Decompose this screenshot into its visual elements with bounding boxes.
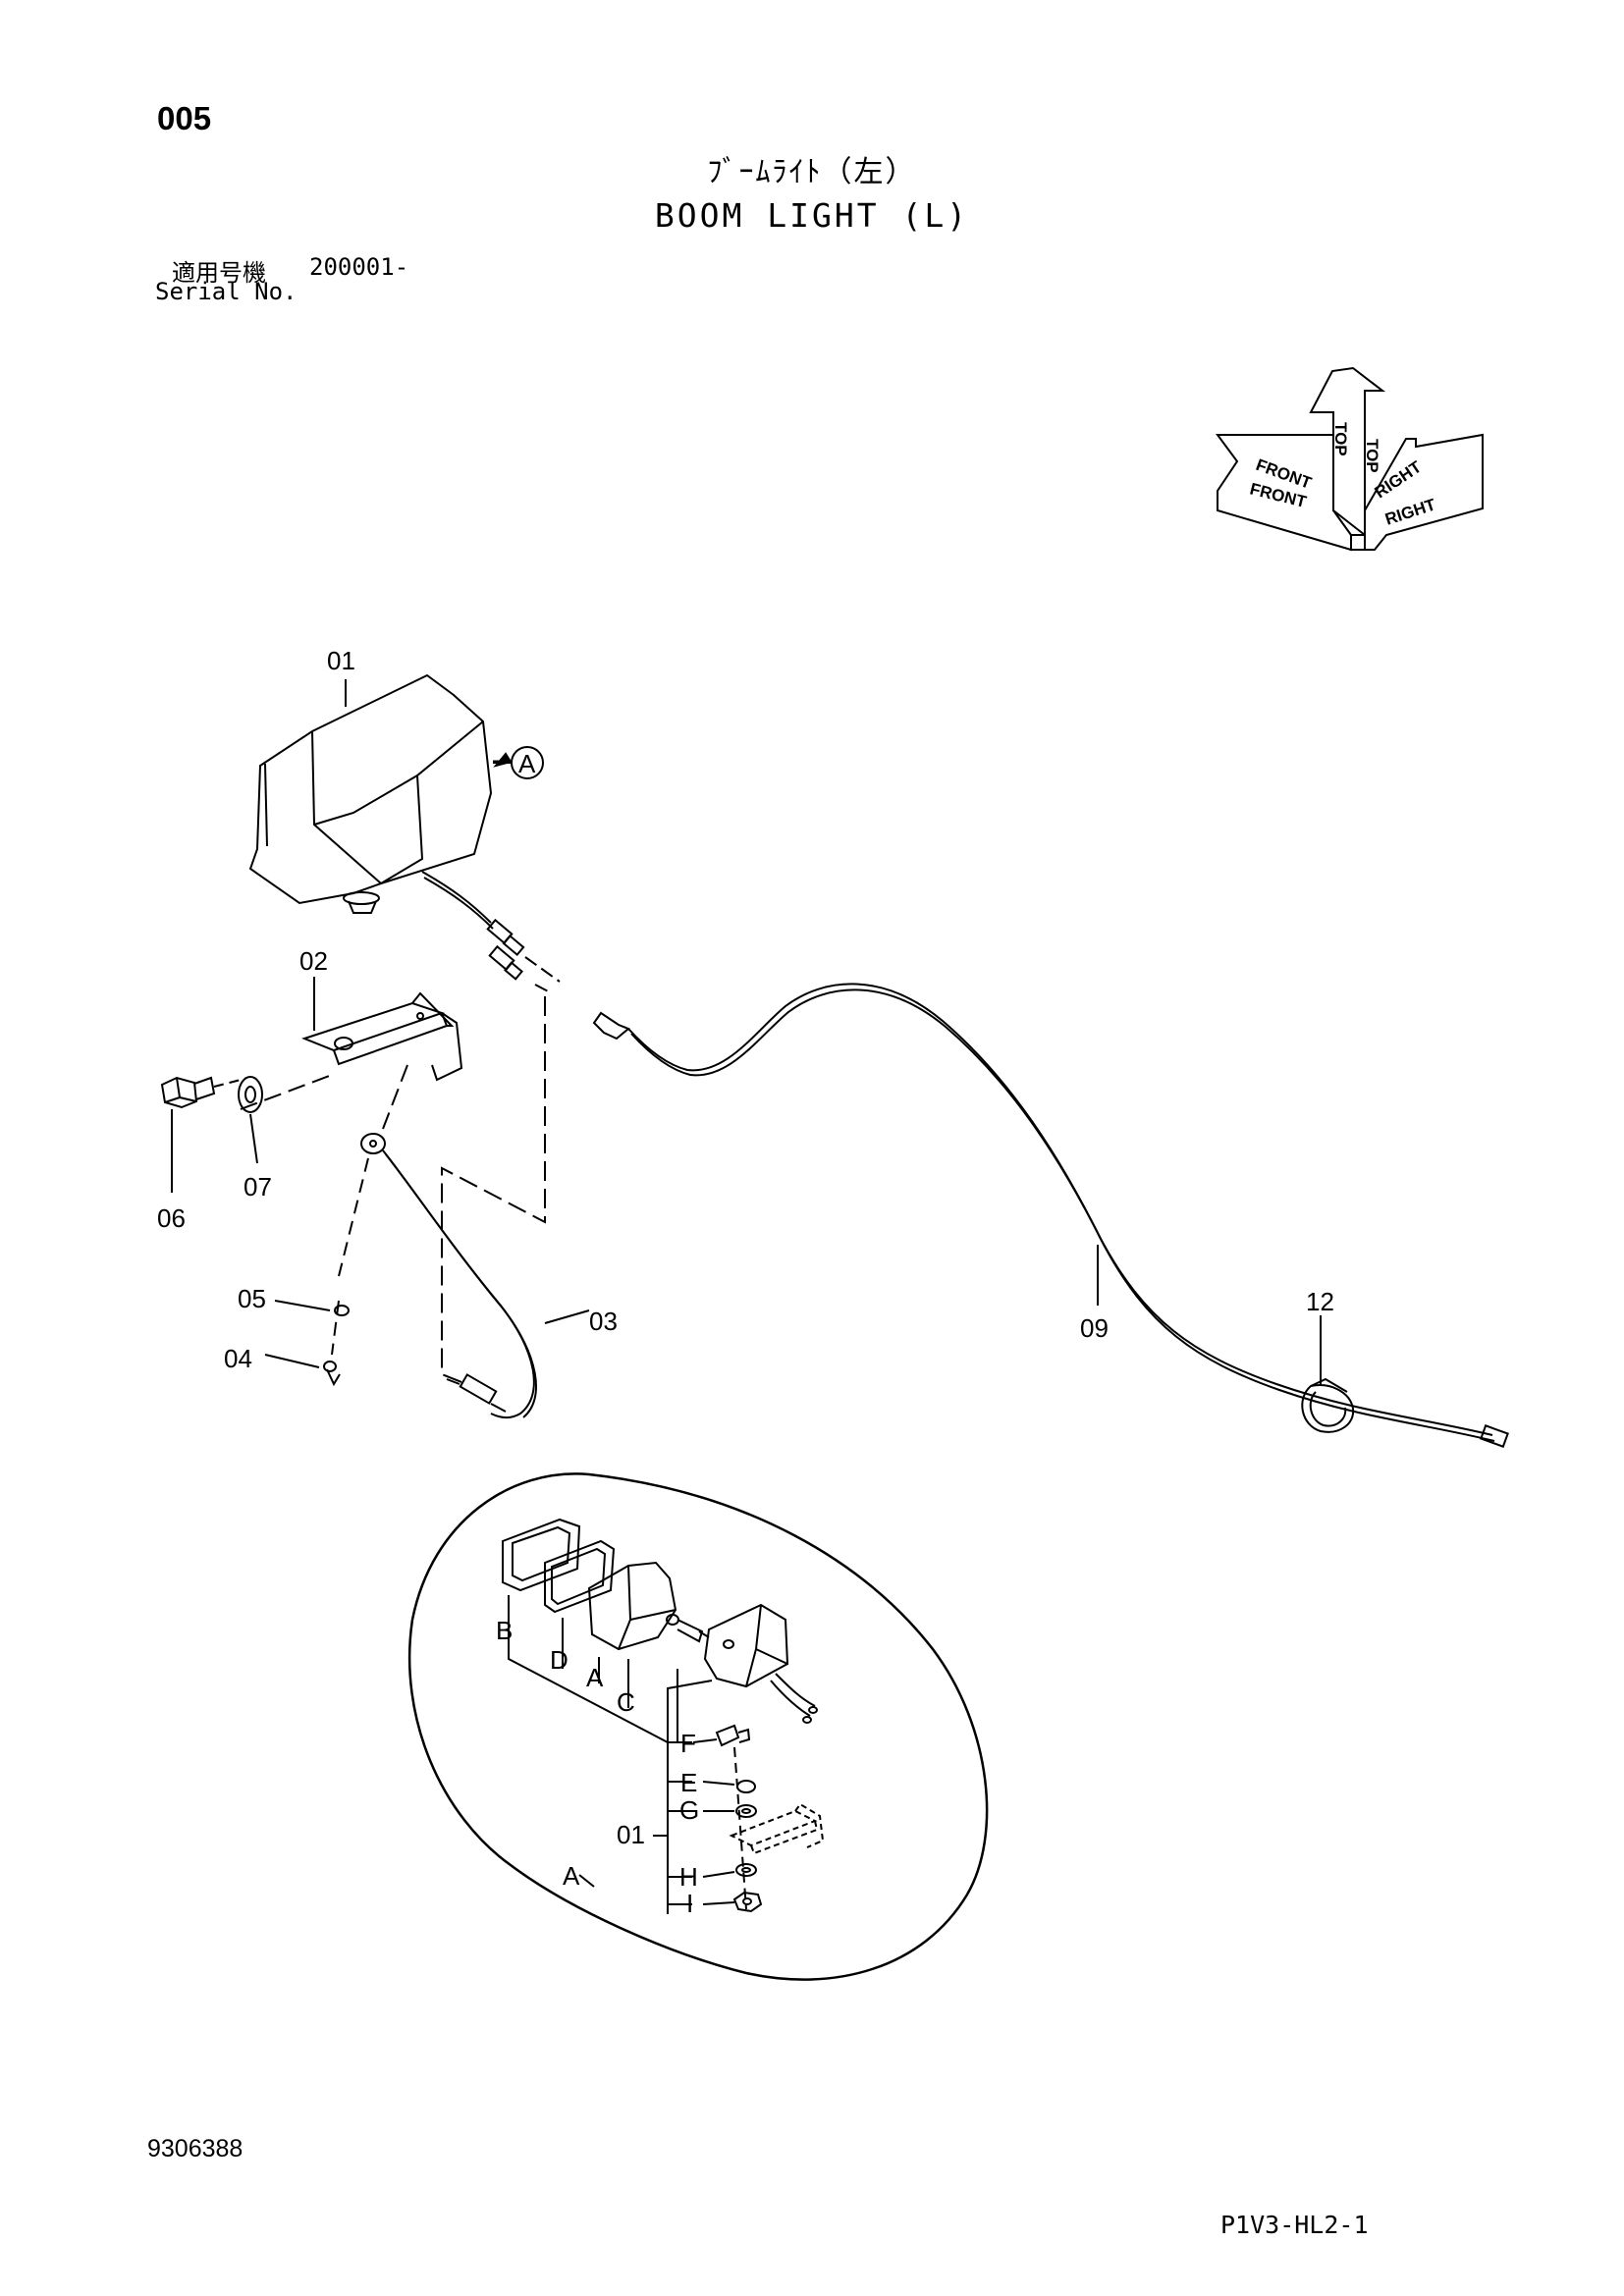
bracket-ground-line <box>382 1064 408 1130</box>
detail-part-b: B <box>496 1616 513 1645</box>
detail-part-f: F <box>680 1729 696 1758</box>
callout-05: 05 <box>238 1284 266 1313</box>
detail-view-label: A <box>563 1861 580 1891</box>
detail-group-01: 01 <box>617 1820 645 1849</box>
detail-part-i: I <box>686 1889 693 1918</box>
callout-07: 07 <box>244 1172 272 1201</box>
detail-part-d: D <box>550 1645 568 1675</box>
bracket <box>301 991 463 1082</box>
serial-number-value: 200001- <box>309 253 409 281</box>
orientation-top-label: TOP <box>1331 422 1350 456</box>
callout-04: 04 <box>224 1344 252 1373</box>
callout-06: 06 <box>157 1203 186 1233</box>
callout-01: 01 <box>327 646 355 675</box>
callout-leaders <box>171 679 1322 1386</box>
orientation-indicator: TOP TOP FRONT FRONT RIGHT RIGHT <box>1216 366 1484 552</box>
serial-label-japanese: 適用号機 <box>172 259 266 287</box>
washer <box>238 1076 263 1113</box>
screw <box>323 1361 341 1387</box>
serial-label: Serial No. <box>155 278 298 305</box>
bracket-bolt-line <box>240 1074 333 1110</box>
detail-part-g: G <box>679 1795 699 1825</box>
callout-03: 03 <box>589 1307 618 1336</box>
callout-12: 12 <box>1306 1287 1334 1316</box>
lamp-lead-wire <box>421 871 561 994</box>
main-harness <box>592 983 1509 1448</box>
callout-02: 02 <box>299 946 328 976</box>
lock-washer <box>334 1305 350 1316</box>
detail-part-a: A <box>586 1663 604 1692</box>
view-a-marker <box>511 746 544 779</box>
page-title: BOOM LIGHT (L) <box>654 196 970 235</box>
bolt-line <box>213 1079 242 1088</box>
detail-view-a <box>407 1472 989 1981</box>
detail-part-c: C <box>617 1687 635 1717</box>
bolt <box>160 1076 216 1109</box>
detail-part-h: H <box>679 1862 698 1892</box>
page-code: P1V3-HL2-1 <box>1220 2211 1369 2239</box>
ground-screw-line <box>338 1157 369 1277</box>
boom-light-lamp <box>248 673 513 914</box>
document-number: 9306388 <box>147 2135 244 2163</box>
harness-routing-line <box>441 996 546 1385</box>
detail-part-e: E <box>680 1768 697 1797</box>
view-a-marker-label: A <box>518 749 536 778</box>
ground-harness <box>360 1133 537 1419</box>
page-number: 005 <box>157 100 212 136</box>
title-japanese: ﾌﾞｰﾑﾗｲﾄ（左） <box>707 155 917 189</box>
callout-09: 09 <box>1080 1313 1109 1343</box>
harness-clamp <box>1301 1377 1355 1433</box>
orientation-top-label-2: TOP <box>1363 439 1381 473</box>
